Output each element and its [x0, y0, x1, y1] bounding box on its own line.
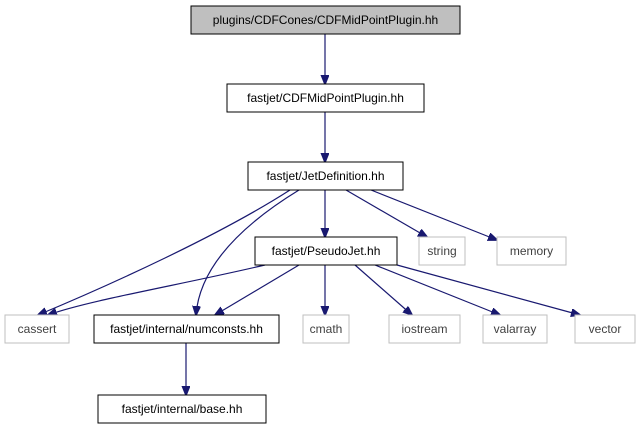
- node-cmath: cmath: [302, 314, 350, 344]
- edge-jetdef-to-numconsts: [196, 189, 300, 315]
- edge-pseudojet-to-valarray: [374, 264, 500, 315]
- node-label-cassert: cassert: [18, 322, 57, 336]
- node-numconsts[interactable]: fastjet/internal/numconsts.hh: [93, 314, 280, 344]
- node-cdfmid[interactable]: fastjet/CDFMidPointPlugin.hh: [226, 83, 425, 113]
- node-box-pseudojet: [254, 236, 398, 266]
- node-label-pseudojet: fastjet/PseudoJet.hh: [272, 244, 381, 258]
- node-box-cmath: [302, 314, 350, 344]
- node-vector: vector: [574, 314, 636, 344]
- node-label-jetdef: fastjet/JetDefinition.hh: [266, 169, 384, 183]
- node-box-cdfmid: [226, 83, 425, 113]
- node-box-jetdef: [247, 161, 404, 191]
- node-jetdef[interactable]: fastjet/JetDefinition.hh: [247, 161, 404, 191]
- node-label-numconsts: fastjet/internal/numconsts.hh: [110, 322, 263, 336]
- edge-pseudojet-to-cassert: [48, 264, 266, 315]
- node-label-vector: vector: [589, 322, 622, 336]
- node-label-root: plugins/CDFCones/CDFMidPointPlugin.hh: [213, 13, 438, 27]
- edge-pseudojet-to-numconsts: [215, 264, 300, 315]
- node-label-cdfmid: fastjet/CDFMidPointPlugin.hh: [247, 91, 404, 105]
- node-base[interactable]: fastjet/internal/base.hh: [97, 394, 267, 424]
- node-box-numconsts: [93, 314, 280, 344]
- node-root[interactable]: plugins/CDFCones/CDFMidPointPlugin.hh: [190, 5, 461, 35]
- edge-pseudojet-to-vector: [396, 264, 580, 315]
- node-box-vector: [574, 314, 636, 344]
- node-pseudojet[interactable]: fastjet/PseudoJet.hh: [254, 236, 398, 266]
- node-label-valarray: valarray: [494, 322, 537, 336]
- node-valarray: valarray: [482, 314, 548, 344]
- node-box-string: [418, 236, 466, 266]
- node-cassert: cassert: [4, 314, 70, 344]
- node-memory: memory: [496, 236, 567, 266]
- node-iostream: iostream: [388, 314, 461, 344]
- edge-pseudojet-to-iostream: [354, 264, 412, 315]
- node-box-cassert: [4, 314, 70, 344]
- node-label-iostream: iostream: [401, 322, 447, 336]
- node-box-valarray: [482, 314, 548, 344]
- node-box-base: [97, 394, 267, 424]
- node-label-string: string: [427, 244, 456, 258]
- edge-jetdef-to-string: [345, 189, 427, 237]
- edge-jetdef-to-cassert: [38, 189, 291, 315]
- edge-jetdef-to-memory: [370, 189, 497, 240]
- node-label-memory: memory: [510, 244, 553, 258]
- node-box-root: [190, 5, 461, 35]
- node-label-cmath: cmath: [310, 322, 343, 336]
- node-box-iostream: [388, 314, 461, 344]
- node-box-memory: [496, 236, 567, 266]
- node-label-base: fastjet/internal/base.hh: [122, 402, 243, 416]
- node-string: string: [418, 236, 466, 266]
